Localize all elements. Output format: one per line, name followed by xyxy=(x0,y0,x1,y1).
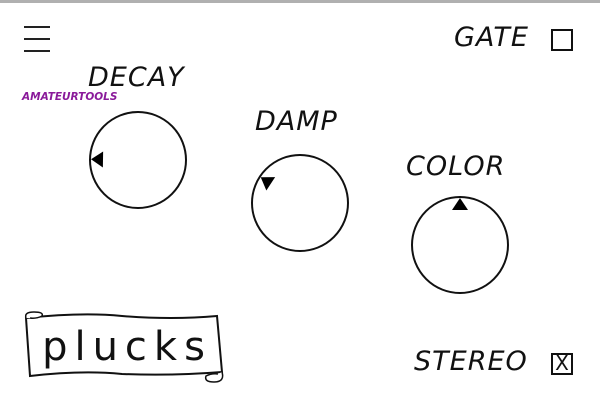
knob-pointer-icon xyxy=(91,151,104,168)
stereo-label: STEREO xyxy=(414,346,528,377)
damp-label: DAMP xyxy=(255,106,338,137)
knob-body[interactable] xyxy=(89,111,187,209)
plucks-title-banner: plucks xyxy=(22,310,227,386)
decay-label: DECAY xyxy=(88,62,185,93)
gate-checkbox[interactable] xyxy=(551,29,573,51)
plucks-title: plucks xyxy=(42,324,212,370)
stereo-checkbox[interactable]: X xyxy=(551,353,573,375)
decay-knob[interactable] xyxy=(89,111,187,209)
hamburger-menu-icon[interactable] xyxy=(24,26,51,52)
knob-pointer-icon xyxy=(452,198,468,210)
color-label: COLOR xyxy=(406,151,506,182)
scroll-banner-icon xyxy=(24,311,224,383)
knob-pointer-icon xyxy=(260,177,276,191)
stereo-check-mark: X xyxy=(555,351,569,375)
brand-vertical-text: AMATEURTOOLS xyxy=(22,91,118,103)
damp-knob[interactable] xyxy=(251,154,349,252)
top-border xyxy=(0,0,600,3)
knob-body[interactable] xyxy=(411,196,509,294)
knob-body[interactable] xyxy=(251,154,349,252)
gate-label: GATE xyxy=(454,22,529,53)
color-knob[interactable] xyxy=(411,196,509,294)
